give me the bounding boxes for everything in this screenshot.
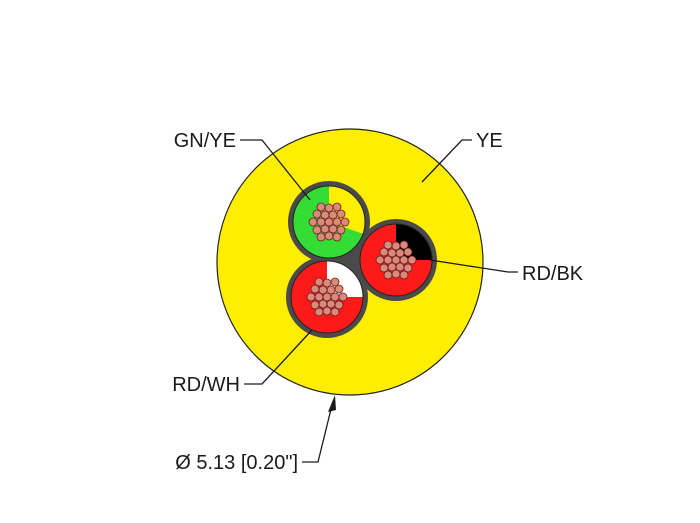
strand-bundle — [308, 202, 350, 242]
label-rd-bk: RD/BK — [522, 263, 584, 285]
conductor-gn-ye — [292, 185, 366, 259]
strand-bundle — [306, 277, 348, 317]
label-gn-ye: GN/YE — [174, 130, 236, 152]
conductor-rd-bk — [359, 223, 433, 297]
strand-bundle — [375, 240, 417, 280]
conductor-rd-wh — [290, 260, 364, 334]
diameter-arrowhead — [328, 395, 336, 412]
label-diameter: Ø 5.13 [0.20"] — [175, 452, 298, 474]
leader-diameter — [302, 400, 334, 463]
leader-ye — [421, 139, 472, 183]
leader-gn-ye — [240, 139, 311, 201]
label-rd-wh: RD/WH — [172, 374, 240, 396]
leader-rd-wh — [244, 329, 313, 385]
label-ye: YE — [476, 130, 503, 152]
leader-rd-bk — [429, 259, 518, 273]
